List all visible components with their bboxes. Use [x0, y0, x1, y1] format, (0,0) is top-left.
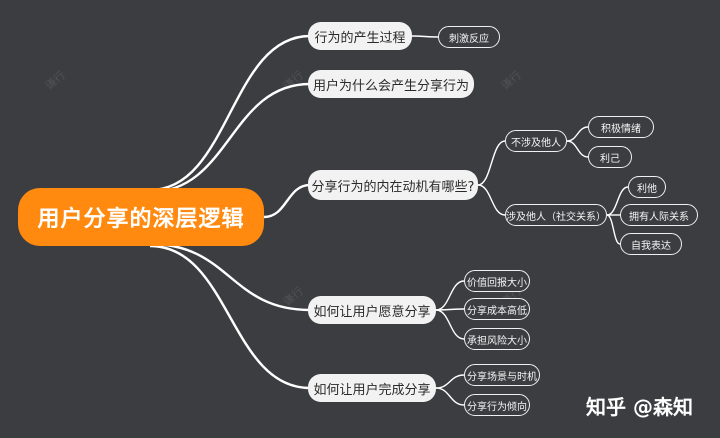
leaf-stimulus-response[interactable]: 刺激反应: [438, 26, 500, 48]
leaf-altruism[interactable]: 利他: [628, 176, 666, 198]
connector-line: [566, 126, 589, 142]
connector-line: [606, 186, 629, 216]
connector-line: [263, 183, 311, 219]
sub-involving-others[interactable]: 涉及他人（社交关系）: [505, 204, 607, 226]
sub-not-involving-others[interactable]: 不涉及他人: [505, 130, 567, 152]
connector-line: [435, 374, 465, 389]
connector-line: [149, 244, 311, 390]
root-node[interactable]: 用户分享的深层逻辑: [18, 188, 264, 246]
connector-line: [566, 140, 589, 158]
leaf-value-return[interactable]: 价值回报大小: [464, 270, 530, 292]
branch-complete-share[interactable]: 如何让用户完成分享: [308, 374, 436, 402]
connector-line: [149, 242, 311, 312]
leaf-share-cost[interactable]: 分享成本高低: [464, 298, 530, 320]
leaf-self-expression[interactable]: 自我表达: [620, 233, 682, 255]
leaf-interpersonal-relations[interactable]: 拥有人际关系: [620, 204, 698, 226]
connector-line: [149, 82, 311, 194]
connector-line: [435, 280, 465, 311]
connector-line: [606, 214, 621, 245]
leaf-behavior-tendency[interactable]: 分享行为倾向: [464, 394, 530, 416]
brand-watermark: 知乎 @森知: [586, 395, 693, 419]
branch-willing-to-share[interactable]: 如何让用户愿意分享: [308, 296, 436, 324]
connector-line: [435, 309, 465, 340]
connector-line: [435, 387, 465, 406]
connector-line: [411, 35, 439, 38]
branch-why-share[interactable]: 用户为什么会产生分享行为: [308, 70, 474, 98]
branch-intrinsic-motivation[interactable]: 分享行为的内在动机有哪些?: [308, 170, 478, 200]
connector-line: [477, 140, 506, 186]
connector-line: [149, 34, 311, 192]
leaf-self-benefit[interactable]: 利己: [588, 146, 632, 168]
branch-behavior-process[interactable]: 行为的产生过程: [308, 22, 412, 50]
connector-line: [477, 184, 506, 216]
leaf-scene-timing[interactable]: 分享场景与时机: [464, 364, 540, 386]
leaf-risk[interactable]: 承担风险大小: [464, 328, 530, 350]
leaf-positive-emotion[interactable]: 积极情绪: [588, 116, 654, 138]
